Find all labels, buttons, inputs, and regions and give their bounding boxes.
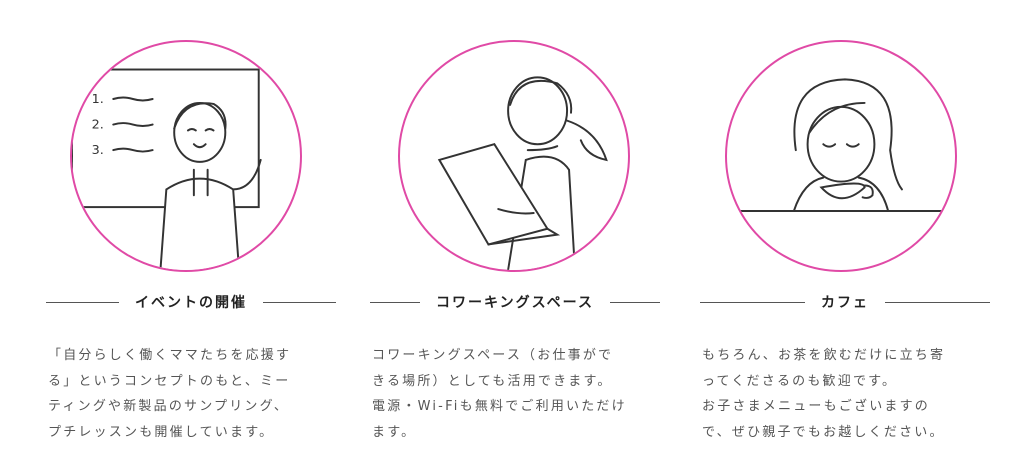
- text-line: ティングや新製品のサンプリング、: [48, 399, 290, 414]
- coworking-illustration: [398, 40, 630, 272]
- coworking-heading: コワーキングスペース: [370, 292, 660, 312]
- section-title: コワーキングスペース: [436, 295, 594, 311]
- divider: [700, 301, 805, 303]
- text-line: 「自分らしく働くママたちを応援す: [48, 348, 292, 363]
- divider: [263, 301, 336, 303]
- section-description: 「自分らしく働くママたちを応援す る」というコンセプトのもと、ミー ティングや新…: [48, 343, 291, 445]
- woman-laptop-icon: [437, 76, 608, 270]
- whiteboard-item: 3.: [92, 143, 104, 158]
- section-description: コワーキングスペース（お仕事がで きる場所）としても活用できます。 電源・Wi-…: [372, 343, 627, 445]
- whiteboard: [72, 68, 260, 209]
- woman-presenting-icon: 1. 2. 3.: [72, 68, 262, 270]
- section-cafe: カフェ もちろん、お茶を飲むだけに立ち寄 ってくださるのも歓迎です。 お子さまメ…: [700, 0, 1024, 470]
- section-description: もちろん、お茶を飲むだけに立ち寄 ってくださるのも歓迎です。 お子さまメニューも…: [702, 343, 945, 445]
- section-title: イベントの開催: [135, 295, 247, 311]
- section-events: 1. 2. 3. イベントの開催 「自分らしく働くママたちを応援す る」というコ…: [46, 0, 376, 470]
- events-heading: イベントの開催: [46, 292, 336, 312]
- events-illustration: 1. 2. 3.: [70, 40, 302, 272]
- cafe-illustration: [725, 40, 957, 272]
- divider: [370, 301, 421, 303]
- divider: [46, 301, 119, 303]
- text-line: ってくださるのも歓迎です。: [702, 373, 898, 389]
- text-line: プチレッスンも開催しています。: [48, 424, 275, 440]
- woman-tea-icon: [727, 78, 955, 213]
- text-line: きる場所）としても活用できます。: [372, 373, 613, 389]
- text-line: ます。: [372, 424, 417, 440]
- text-line: コワーキングスペース（お仕事がで: [372, 348, 614, 363]
- divider: [609, 301, 660, 303]
- divider: [885, 301, 990, 303]
- whiteboard-item: 1.: [92, 92, 104, 107]
- text-line: る」というコンセプトのもと、ミー: [48, 373, 291, 389]
- section-coworking: コワーキングスペース コワーキングスペース（お仕事がで きる場所）としても活用で…: [370, 0, 700, 470]
- text-line: で、ぜひ親子でもお越しください。: [702, 424, 945, 440]
- text-line: お子さまメニューもございますの: [702, 399, 931, 414]
- text-line: もちろん、お茶を飲むだけに立ち寄: [702, 348, 946, 363]
- section-title: カフェ: [821, 295, 869, 311]
- whiteboard-item: 2.: [92, 117, 104, 132]
- cafe-heading: カフェ: [700, 292, 990, 312]
- text-line: 電源・Wi-Fiも無料でご利用いただけ: [372, 399, 627, 414]
